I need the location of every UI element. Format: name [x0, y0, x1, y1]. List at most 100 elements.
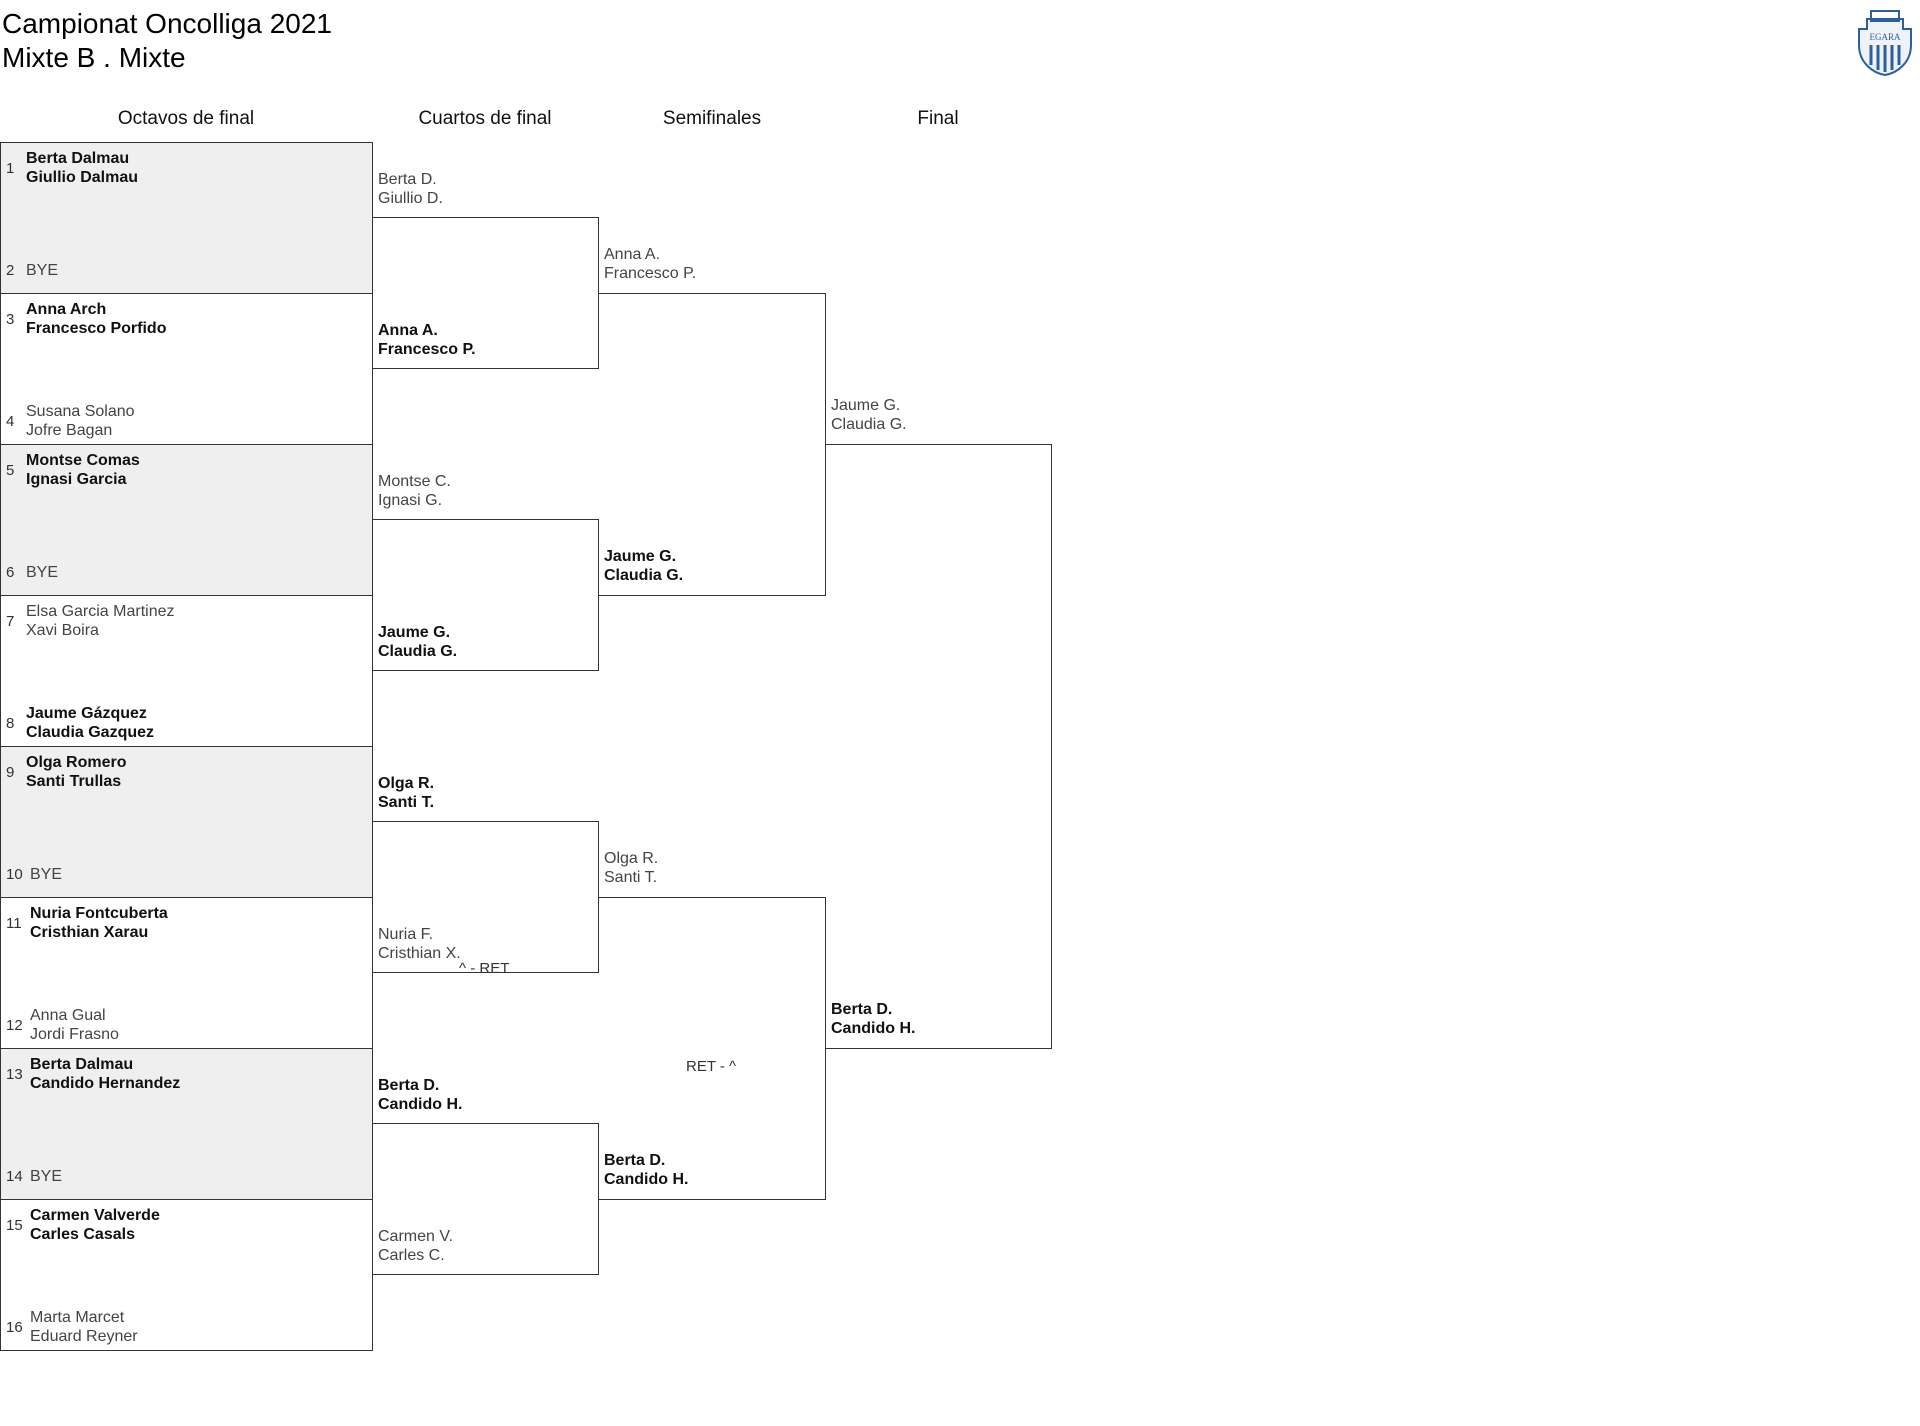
round-header-1: Octavos de final: [117, 108, 255, 129]
r1-player-line2: Candido Hernandez: [30, 1075, 181, 1092]
r1-player-line2: Jordi Frasno: [30, 1026, 119, 1043]
qf-entry-line1: Jaume G.: [378, 623, 451, 641]
r1-player-line1: Anna Gual: [30, 1007, 106, 1024]
final-entry-line2: Claudia G.: [831, 416, 907, 433]
qf-entry-line2: Ignasi G.: [378, 491, 443, 509]
r1-match-line: [0, 443, 373, 445]
r1-player-line1: Berta Dalmau: [26, 150, 130, 167]
r1-player-line2: Carles Casals: [30, 1226, 135, 1243]
page-title: Campionat Oncolliga 2021: [2, 8, 332, 39]
qf-box-top: [372, 1123, 599, 1125]
bye-match-band: [0, 746, 372, 897]
round-header-4: Final: [917, 108, 959, 129]
final-box-right: [1050, 444, 1052, 1048]
sf-entry-line2: Candido H.: [604, 1171, 689, 1188]
qf-entry-line2: Candido H.: [378, 1095, 463, 1113]
bye-label: BYE: [26, 262, 59, 279]
r1-left-border: [0, 142, 1, 1350]
seed-number: 14: [6, 1168, 23, 1185]
qf-entry-line1: Nuria F.: [378, 925, 434, 943]
seed-number: 3: [6, 311, 15, 328]
r1-match-line: [0, 1349, 373, 1351]
qf-entry-line2: Francesco P.: [378, 340, 476, 358]
r1-player-line2: Claudia Gazquez: [26, 724, 155, 741]
seed-number: 11: [6, 915, 22, 932]
seed-number: 16: [6, 1319, 23, 1336]
sf-entry-line1: Jaume G.: [604, 548, 677, 565]
score-note: ^ - RET: [459, 959, 510, 977]
bye-match-band: [0, 1048, 372, 1199]
r1-player-line1: Susana Solano: [26, 403, 135, 420]
final-box-bottom: [825, 1047, 1052, 1049]
sf-entry-line2: Santi T.: [604, 869, 658, 886]
r1-player-line2: Giullio Dalmau: [26, 169, 139, 186]
qf-entry-line2: Santi T.: [378, 793, 435, 811]
r1-player-line1: Jaume Gázquez: [26, 705, 147, 722]
r1-player-line2: Santi Trullas: [26, 773, 122, 790]
qf-box-top: [372, 519, 599, 521]
r1-player-line2: Francesco Porfido: [26, 320, 167, 337]
bye-label: BYE: [26, 564, 59, 581]
qf-box-top: [372, 821, 599, 823]
sf-entry-line2: Francesco P.: [604, 265, 697, 282]
qf-entry-line1: Montse C.: [378, 472, 451, 490]
r1-player-line1: Olga Romero: [26, 754, 127, 771]
r1-player-line2: Cristhian Xarau: [30, 924, 149, 941]
qf-entry-line1: Anna A.: [378, 321, 438, 339]
r1-match-line: [0, 594, 373, 596]
seed-number: 15: [6, 1217, 23, 1234]
page-subtitle: Mixte B . Mixte: [2, 42, 186, 73]
score-note: RET - ^: [686, 1058, 737, 1075]
r1-match-line: [0, 292, 373, 294]
bye-match-band: [0, 444, 372, 595]
r1-player-line2: Eduard Reyner: [30, 1328, 138, 1345]
seed-number: 12: [6, 1017, 23, 1034]
qf-entry-line1: Berta D.: [378, 1076, 440, 1094]
final-entry-line1: Berta D.: [831, 1001, 893, 1018]
r1-player-line1: Nuria Fontcuberta: [30, 905, 168, 922]
final-entry-line1: Jaume G.: [831, 397, 901, 414]
seed-number: 6: [6, 564, 15, 581]
qf-entry-line2: Carles C.: [378, 1246, 445, 1264]
r1-player-line1: Marta Marcet: [30, 1309, 125, 1326]
r1-match-line: [0, 745, 373, 747]
r1-player-line2: Ignasi Garcia: [26, 471, 127, 488]
sf-box-top: [598, 292, 826, 294]
sf-entry-line1: Berta D.: [604, 1152, 666, 1169]
seed-number: 1: [6, 160, 15, 177]
final-box-top: [825, 443, 1052, 445]
qf-box-top: [372, 217, 599, 219]
seed-number: 13: [6, 1066, 23, 1083]
seed-number: 5: [6, 462, 15, 479]
r1-player-line2: Xavi Boira: [26, 622, 99, 639]
r1-player-line1: Anna Arch: [26, 301, 107, 318]
seed-number: 4: [6, 413, 15, 430]
sf-entry-line1: Anna A.: [604, 246, 661, 263]
r1-player-line1: Elsa Garcia Martinez: [26, 603, 175, 620]
seed-number: 2: [6, 262, 15, 279]
seed-number: 10: [6, 866, 23, 883]
r1-player-line1: Berta Dalmau: [30, 1056, 134, 1073]
club-logo-text: EGARA: [1870, 32, 1901, 42]
sf-entry-line2: Claudia G.: [604, 567, 684, 584]
qf-box-bottom: [372, 972, 599, 974]
r1-player-line1: Montse Comas: [26, 452, 140, 469]
sf-box-top: [598, 896, 826, 898]
bye-match-band: [0, 142, 372, 293]
r1-player-line1: Carmen Valverde: [30, 1207, 160, 1224]
round-header-3: Semifinales: [662, 108, 762, 129]
r1-right-border: [371, 142, 373, 1350]
r1-match-line: [0, 1198, 373, 1200]
qf-entry-line1: Carmen V.: [378, 1227, 453, 1245]
seed-number: 9: [6, 764, 15, 781]
club-logo: EGARA: [1858, 10, 1912, 77]
round-header-2: Cuartos de final: [418, 108, 552, 129]
qf-entry-line2: Cristhian X.: [378, 944, 461, 962]
r1-match-line: [0, 896, 373, 898]
qf-entry-line1: Berta D.: [378, 170, 437, 188]
qf-entry-line2: Giullio D.: [378, 189, 443, 207]
seed-number: 7: [6, 613, 15, 630]
seed-number: 8: [6, 715, 15, 732]
r1-player-line2: Jofre Bagan: [26, 422, 113, 439]
sf-box-bottom: [598, 594, 826, 596]
